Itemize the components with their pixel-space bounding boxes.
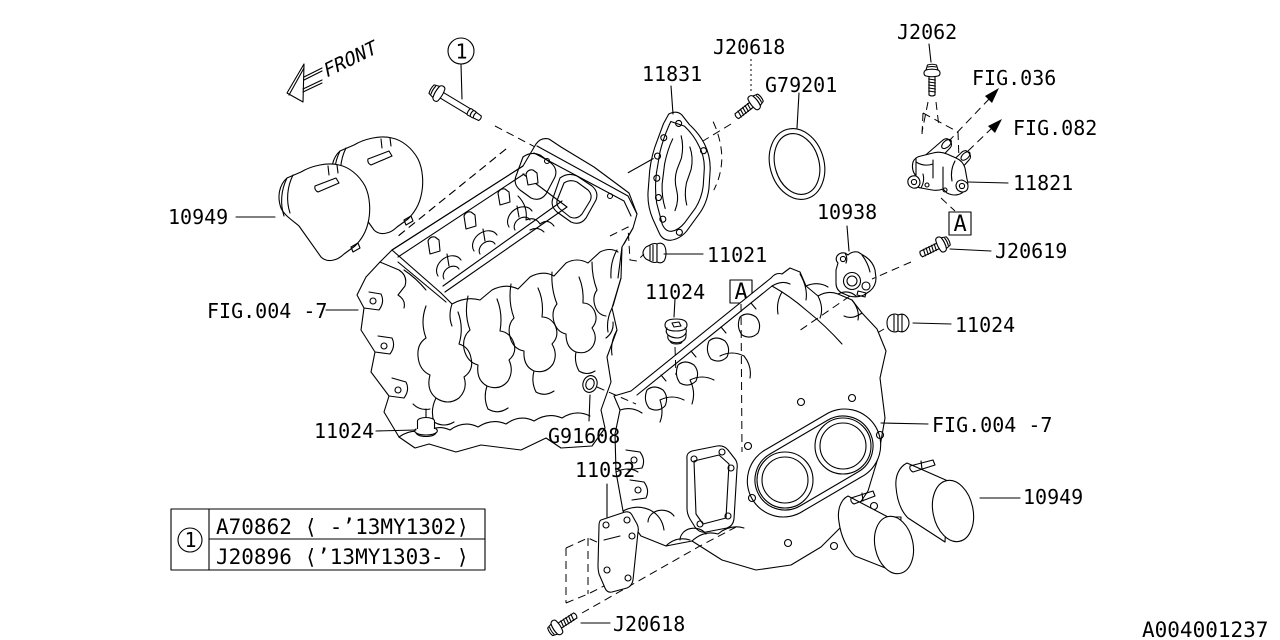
label-10938[interactable]: 10938 [817,200,877,224]
drain-plug-bottom-left [414,416,438,438]
plug-11024-right [886,313,910,333]
label-11831[interactable]: 11831 [642,62,702,86]
label-10949-right[interactable]: 10949 [1023,485,1083,509]
label-j20619[interactable]: J20619 [995,239,1067,263]
label-g91608[interactable]: G91608 [548,424,620,448]
cylinder-block-bolt [428,84,482,122]
label-11024-center[interactable]: 11024 [645,280,705,304]
legend-marker-text: 1 [185,528,197,552]
label-11032[interactable]: 11032 [575,458,635,482]
label-11021[interactable]: 11021 [707,243,767,267]
label-j2062[interactable]: J2062 [897,20,957,44]
baffle-assembly-axis-dash [581,526,737,614]
label-fig004-right[interactable]: FIG.004 -7 [932,413,1052,437]
seal-g91608-locating-dash [596,386,637,405]
engine-block-right [613,267,887,571]
location-box-a-right: A [948,211,972,237]
sensor-bracket-10938 [835,251,877,298]
callout-1-text: 1 [456,40,468,64]
label-g79201[interactable]: G79201 [765,73,837,97]
label-fig036[interactable]: FIG.036 [972,66,1056,90]
connector-to-box-a-dash [940,197,956,212]
baffle-plate-11032 [597,511,639,593]
water-connector-11821 [907,138,972,196]
front-direction-arrow [286,63,323,103]
part-labels: 10949 FIG.004 -7 11024 J20618 11831 G792… [168,20,1097,636]
bolt-j20619 [916,232,954,263]
front-label: FRONT [322,35,379,83]
bolt-axis-dash [494,125,538,149]
callout-circle-1: 1 [447,37,475,100]
drawing-number: A004001237 [1142,618,1268,640]
label-j20618-bottom[interactable]: J20618 [613,612,685,636]
bolt-j2062-axis-dash [921,101,940,133]
cover-plate-11831 [627,111,723,241]
bolt-j20619-axis-dash [798,261,912,332]
label-11024-bottom-left[interactable]: 11024 [314,419,374,443]
box-a-right-text: A [954,212,967,237]
bolt-j20618-bottom [544,607,582,640]
plug-11021 [642,242,667,264]
label-11821[interactable]: 11821 [1013,171,1073,195]
bolt-j20618-top-axis-dash [702,123,732,142]
cylinder-liner-pair-left [278,136,424,262]
plug-11024-center [664,318,688,345]
oring-g79201 [768,128,826,200]
label-10949-left[interactable]: 10949 [168,205,228,229]
legend-row-2[interactable]: J20896 ⟨’13MY1303- ⟩ [216,545,469,569]
baffle-bracket-hidden-dash [565,537,609,604]
box-a-left-locating-dash [740,303,743,453]
connector-gasket-plane-dash [921,112,960,161]
label-j20618-top[interactable]: J20618 [713,35,785,59]
label-fig082[interactable]: FIG.082 [1013,116,1097,140]
legend-row-1[interactable]: A70862 ⟨ -’13MY1302⟩ [216,515,469,539]
plug-11024-center-locating-dash [674,346,677,376]
label-fig004-left[interactable]: FIG.004 -7 [207,299,327,323]
bolt-j20618-top [730,59,767,124]
cylinder-liner-pair-right [837,459,975,575]
seal-ring-g91608 [582,375,598,393]
bolt-j2062 [923,43,941,97]
fig082-arrow [967,119,1002,152]
label-11024-right[interactable]: 11024 [955,313,1015,337]
leader-lines [235,85,1021,624]
fig036-arrow [947,88,999,143]
plug-11021-locating-dash [609,226,645,262]
legend-table: 1 A70862 ⟨ -’13MY1302⟩ J20896 ⟨’13MY1303… [170,508,486,571]
